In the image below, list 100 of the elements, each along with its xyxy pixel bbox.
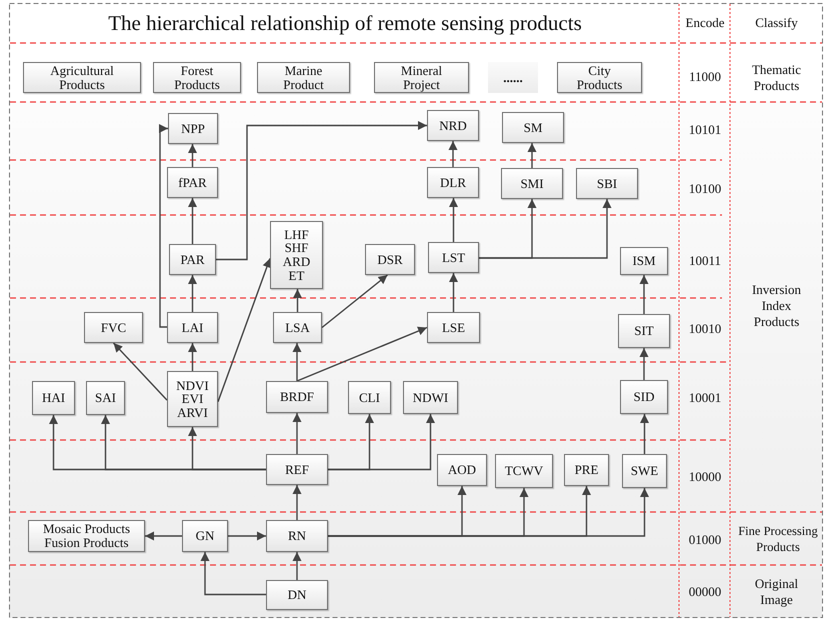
box-label: PAR: [180, 252, 205, 266]
product-box: [169, 244, 216, 275]
box-label: Agricultural Products: [49, 64, 115, 92]
product-box: [168, 113, 218, 144]
product-box: [266, 580, 328, 610]
box-label: CLI: [359, 390, 380, 404]
arrow: [640, 348, 648, 380]
arrow: [292, 413, 302, 454]
box-label: SMI: [520, 176, 544, 190]
product-box: [270, 221, 323, 289]
arrow: [292, 343, 302, 381]
product-box: [266, 520, 328, 552]
box-label: NDWI: [412, 390, 448, 404]
box-label: fPAR: [178, 176, 207, 190]
box-label: DN: [288, 588, 306, 602]
box-label: Marine Product: [282, 64, 325, 92]
product-box: [32, 381, 75, 415]
arrow: [448, 141, 458, 167]
arrow: [328, 488, 649, 537]
arrow: [188, 275, 197, 312]
box-label: SAI: [95, 391, 116, 405]
box-label: AOD: [448, 463, 476, 477]
product-box: [28, 520, 145, 552]
box-label: NRD: [439, 118, 467, 132]
code-label: 10011: [688, 252, 722, 270]
product-box: [403, 381, 458, 414]
arrow: [188, 343, 197, 371]
column-header: Classify: [755, 14, 798, 32]
box-label: GN: [196, 529, 214, 543]
category-label: Original Image: [754, 576, 800, 608]
arrow: [479, 199, 612, 259]
product-box: [84, 312, 143, 343]
code-label: 00000: [688, 584, 722, 600]
code-label: 10100: [688, 180, 722, 198]
box-label: Mineral Project: [400, 64, 444, 92]
box-label: NPP: [181, 122, 205, 136]
arrow: [292, 485, 302, 520]
arrow: [296, 326, 428, 382]
product-box: [576, 168, 638, 199]
box-label: SIT: [634, 324, 654, 338]
product-box: [622, 454, 667, 488]
product-box: [153, 62, 241, 93]
product-box: [427, 167, 479, 198]
code-label: 01000: [688, 532, 722, 548]
product-box: [167, 371, 218, 427]
arrow: [188, 427, 266, 470]
arrow: [640, 414, 649, 454]
box-label: Fusion Products: [44, 536, 129, 550]
product-box: [620, 380, 668, 414]
box-label: SWE: [630, 464, 658, 478]
box-label: EVI: [182, 392, 204, 406]
box-label: DSR: [377, 252, 403, 266]
box-label: SM: [524, 120, 542, 134]
box-label: LHF: [284, 228, 309, 242]
box-label: LST: [442, 250, 466, 264]
product-box: [495, 454, 553, 488]
diagram-title: The hierarchical relationship of remote sensing products: [107, 10, 583, 37]
box-label: LSE: [442, 320, 466, 334]
product-box: [427, 312, 480, 343]
product-box: [501, 168, 563, 199]
box-label: HAI: [42, 391, 66, 405]
box-label: SBI: [596, 176, 618, 190]
box-label: ARVI: [177, 406, 208, 420]
arrow: [293, 289, 302, 312]
product-box: [365, 244, 415, 275]
box-label: TCWV: [504, 464, 544, 478]
code-label: 10010: [688, 320, 722, 338]
code-label: 11000: [688, 68, 722, 86]
arrow: [159, 124, 168, 328]
box-label: DLR: [440, 176, 466, 190]
product-box: [182, 520, 228, 552]
arrow: [188, 144, 197, 167]
arrow: [188, 198, 197, 244]
box-label: Mosaic Products: [42, 522, 130, 536]
product-box: [427, 110, 479, 141]
product-box: [266, 454, 328, 485]
arrow: [217, 258, 272, 402]
product-box: [348, 381, 391, 414]
arrow: [322, 274, 388, 328]
box-label: SID: [634, 390, 654, 404]
product-box: [257, 62, 350, 93]
product-box: [273, 312, 322, 343]
category-label: Fine Processing Products: [737, 524, 819, 556]
arrow: [145, 532, 182, 540]
product-box: [23, 62, 141, 93]
code-label: 10001: [688, 390, 722, 406]
code-label: 10101: [688, 122, 722, 138]
box-label: ISM: [632, 254, 656, 268]
code-label: 10000: [688, 468, 722, 486]
box-label: LAI: [182, 320, 204, 334]
product-box: [618, 314, 670, 348]
product-box: [428, 242, 479, 273]
box-label: BRDF: [280, 390, 314, 404]
box-label: FVC: [100, 320, 126, 334]
arrow: [112, 342, 168, 401]
category-label: Thematic Products: [750, 62, 802, 94]
product-box: [374, 62, 469, 93]
product-box: [557, 62, 642, 93]
box-label: ET: [288, 268, 304, 282]
box-label: LSA: [285, 320, 310, 334]
